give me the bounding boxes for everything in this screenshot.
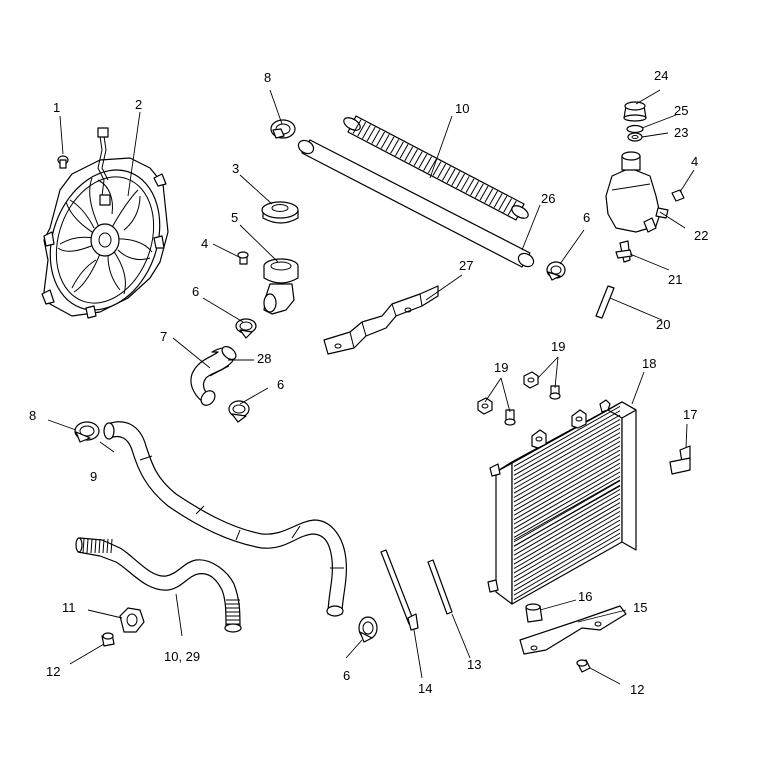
long-hose-part-9 — [103, 421, 348, 617]
callout-12: 12 — [630, 682, 644, 697]
screw-part-12-left — [101, 632, 115, 647]
callout-12: 12 — [46, 664, 60, 679]
callout-7: 7 — [160, 329, 167, 344]
radiator-part-18 — [487, 399, 637, 605]
callout-8: 8 — [264, 70, 271, 85]
callout-16: 16 — [578, 589, 592, 604]
nut-part-19-a — [477, 397, 493, 415]
hose-clamp-part-6-bottom — [358, 616, 378, 643]
callout-6: 6 — [192, 284, 199, 299]
bolt-part-4-left — [237, 251, 249, 265]
callout-10-29: 10, 29 — [164, 649, 200, 664]
corrugated-hose-part-10-29 — [75, 537, 242, 633]
callout-11: 11 — [62, 600, 76, 615]
callout-17: 17 — [683, 407, 697, 422]
callout-18: 18 — [642, 356, 656, 371]
bolt-part-17 — [669, 445, 691, 475]
radiator-cap-part-3 — [261, 201, 299, 224]
hose-clamp-part-8-top — [270, 119, 296, 139]
coolant-reservoir-part-22 — [605, 151, 669, 233]
callout-2: 2 — [135, 97, 142, 112]
callout-9: 9 — [90, 469, 97, 484]
screw-part-1 — [57, 155, 69, 169]
rod-part-14 — [380, 549, 419, 631]
clip-part-11 — [119, 607, 145, 633]
callout-15: 15 — [633, 600, 647, 615]
callout-labels: 1 2 3 4 4 5 6 6 6 6 7 8 8 9 10 10, 29 11… — [29, 68, 708, 697]
screw-part-12-right — [576, 659, 591, 673]
callout-10: 10 — [455, 101, 469, 116]
grommet-part-19-d — [549, 385, 561, 400]
cooling-fan-assembly — [41, 127, 169, 319]
callout-20: 20 — [656, 317, 670, 332]
filler-neck-part-5 — [263, 258, 299, 315]
callout-23: 23 — [674, 125, 688, 140]
leader-lines — [47, 89, 695, 685]
callout-24: 24 — [654, 68, 668, 83]
callout-13: 13 — [467, 657, 481, 672]
grommet-part-16 — [525, 603, 543, 623]
hose-clamp-part-6-mid — [228, 400, 250, 423]
hose-clamp-part-6-right — [546, 261, 566, 281]
callout-21: 21 — [668, 272, 682, 287]
callout-6: 6 — [343, 668, 350, 683]
rod-part-13 — [427, 559, 453, 615]
callout-4: 4 — [201, 236, 208, 251]
bolt-part-4-right — [671, 189, 685, 202]
bracket-part-15 — [519, 605, 627, 655]
callout-1: 1 — [53, 100, 60, 115]
callout-14: 14 — [418, 681, 432, 696]
callout-22: 22 — [694, 228, 708, 243]
callout-6: 6 — [277, 377, 284, 392]
callout-8: 8 — [29, 408, 36, 423]
callout-28: 28 — [257, 351, 271, 366]
callout-19: 19 — [494, 360, 508, 375]
mounting-bracket-part-27 — [323, 285, 439, 355]
callout-25: 25 — [674, 103, 688, 118]
callout-4: 4 — [691, 154, 698, 169]
corrugated-hose-part-10-top — [343, 115, 529, 221]
nut-part-19-c — [523, 371, 539, 389]
grommet-part-19-b — [504, 409, 516, 426]
hose-clamp-part-6-left — [235, 318, 257, 339]
callout-26: 26 — [541, 191, 555, 206]
overflow-tube-part-20 — [595, 285, 615, 319]
gasket-part-25 — [626, 124, 644, 134]
hose-clamp-part-8-left — [74, 421, 100, 443]
fitting-part-21 — [615, 240, 633, 263]
ring-part-23 — [627, 132, 643, 142]
callout-5: 5 — [231, 210, 238, 225]
callout-3: 3 — [232, 161, 239, 176]
straight-tube-part-26 — [297, 139, 535, 268]
callout-6: 6 — [583, 210, 590, 225]
reservoir-cap-part-24 — [623, 101, 647, 122]
callout-27: 27 — [459, 258, 473, 273]
callout-19: 19 — [551, 339, 565, 354]
short-hose-part-7 — [190, 345, 237, 406]
